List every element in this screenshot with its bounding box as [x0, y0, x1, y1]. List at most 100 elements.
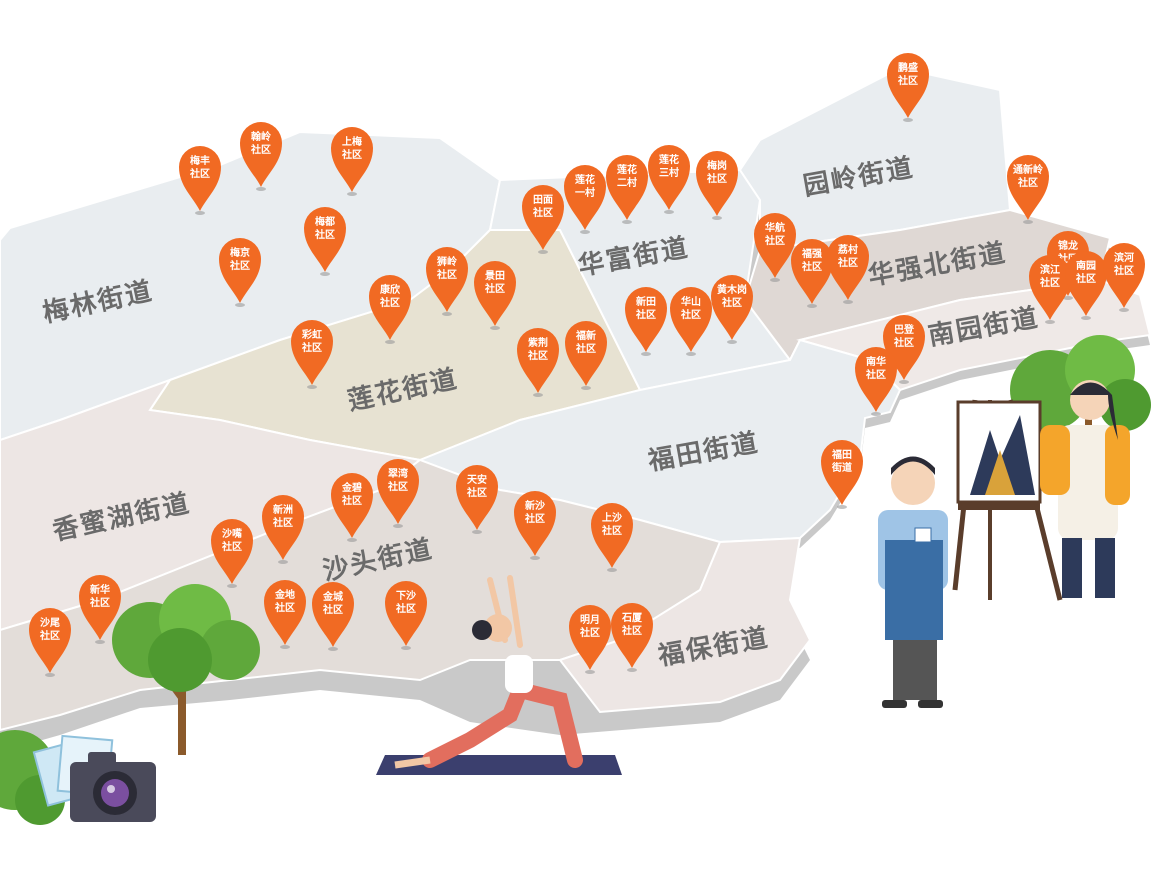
- map-pin-icon: [331, 473, 373, 538]
- pin-label-line2: 社区: [322, 603, 343, 616]
- pin-label-line1: 石厦: [621, 612, 643, 624]
- pin-label-line2: 社区: [466, 486, 487, 499]
- pin-label-line1: 福田: [831, 448, 852, 461]
- pin-label-line1: 上梅: [342, 135, 362, 148]
- pin-shadow: [903, 118, 913, 122]
- pin-label-line1: 翰岭: [251, 130, 271, 143]
- pin-label-line2: 社区: [484, 282, 505, 295]
- pin-shadow: [235, 303, 245, 307]
- pin-label-line2: 社区: [635, 308, 656, 321]
- pin-label-line2: 街道: [831, 461, 852, 474]
- pin-shadow: [533, 393, 543, 397]
- map-pin-icon: [569, 605, 611, 670]
- pin-shadow: [472, 530, 482, 534]
- community-pin[interactable]: 福田街道: [821, 440, 863, 509]
- pin-shadow: [227, 584, 237, 588]
- pin-label-line1: 新洲: [273, 503, 293, 516]
- pin-label-line1: 新沙: [525, 499, 545, 512]
- pin-label-line2: 社区: [837, 256, 858, 269]
- pin-shadow: [580, 230, 590, 234]
- pin-shadow: [641, 352, 651, 356]
- pin-shadow: [837, 505, 847, 509]
- pin-label-line2: 三村: [659, 166, 679, 179]
- pin-shadow: [1045, 320, 1055, 324]
- district-fubao[interactable]: [558, 536, 812, 714]
- map-pin-icon: [670, 287, 712, 352]
- map-pin-icon: [611, 603, 653, 668]
- map-pin-icon: [1065, 251, 1107, 316]
- pin-label-line2: 社区: [221, 540, 242, 553]
- pin-label-line2: 社区: [897, 74, 918, 87]
- map-pin-icon: [591, 503, 633, 568]
- pin-label-line1: 黄木岗: [717, 283, 747, 296]
- map-pin-icon: [211, 519, 253, 584]
- map-pin-icon: [827, 235, 869, 300]
- pin-shadow: [401, 646, 411, 650]
- map-pin-icon: [711, 275, 753, 340]
- pin-label-line2: 社区: [579, 626, 600, 639]
- pin-label-line1: 狮岭: [436, 255, 457, 268]
- pin-label-line2: 二村: [617, 176, 637, 189]
- pin-label-line1: 金地: [274, 588, 295, 601]
- painter-illustration: [952, 380, 1130, 601]
- pin-shadow: [607, 568, 617, 572]
- pin-shadow: [1119, 308, 1129, 312]
- pin-shadow: [442, 312, 452, 316]
- pin-label-line2: 社区: [274, 601, 295, 614]
- pin-label-line1: 沙嘴: [222, 527, 242, 540]
- pin-shadow: [538, 250, 548, 254]
- pin-shadow: [843, 300, 853, 304]
- community-pins: 鹏盛社区翰岭社区上梅社区梅丰社区莲花二村莲花三村梅岗社区莲花一村田面社区通新岭社…: [29, 53, 1145, 677]
- pin-label-line1: 梅都: [315, 215, 335, 228]
- map-pin-icon: [522, 185, 564, 250]
- map-pin-icon: [312, 582, 354, 647]
- pin-label-line2: 社区: [865, 368, 886, 381]
- pin-label-line1: 鹏盛: [898, 61, 918, 74]
- pin-label-line1: 莲花: [575, 173, 595, 186]
- pin-label-line1: 福新: [575, 329, 596, 342]
